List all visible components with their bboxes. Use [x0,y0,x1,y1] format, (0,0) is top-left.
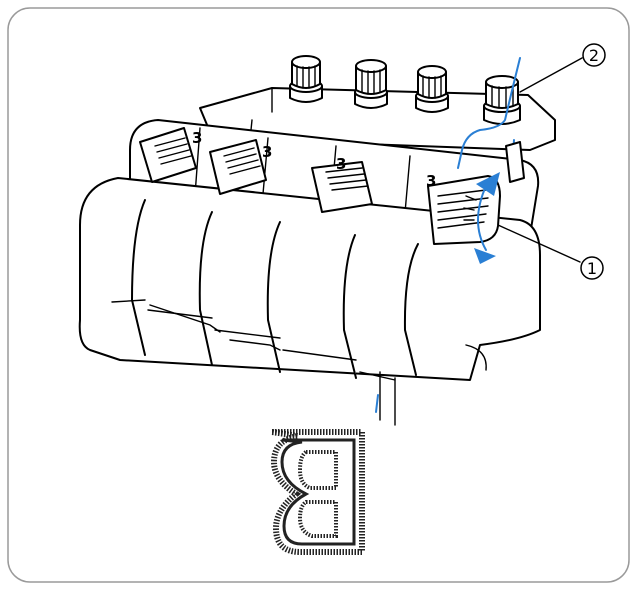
curved-double-arrow-icon [463,172,500,264]
tension-knob-2 [354,59,388,109]
tension-knob-1 [289,55,323,103]
callout-1-label: 1 [587,259,597,278]
dial-1: 3 [139,127,202,183]
dial-3-setting: 3 [336,155,346,173]
dial-2: 3 [209,139,272,195]
dial-3: 3 [311,155,373,213]
callout-2: 2 [519,43,606,93]
thread-guide [505,141,525,183]
callout-2-label: 2 [589,46,599,65]
callout-1: 1 [497,224,604,280]
letter-b-stitch-icon [270,429,365,555]
machine-body [78,177,541,426]
tension-knob-3 [415,65,449,113]
dial-4-setting: 3 [426,172,436,190]
dial-2-setting: 3 [262,143,272,161]
dial-1-setting: 3 [192,129,202,147]
tension-knob-4 [483,75,521,125]
